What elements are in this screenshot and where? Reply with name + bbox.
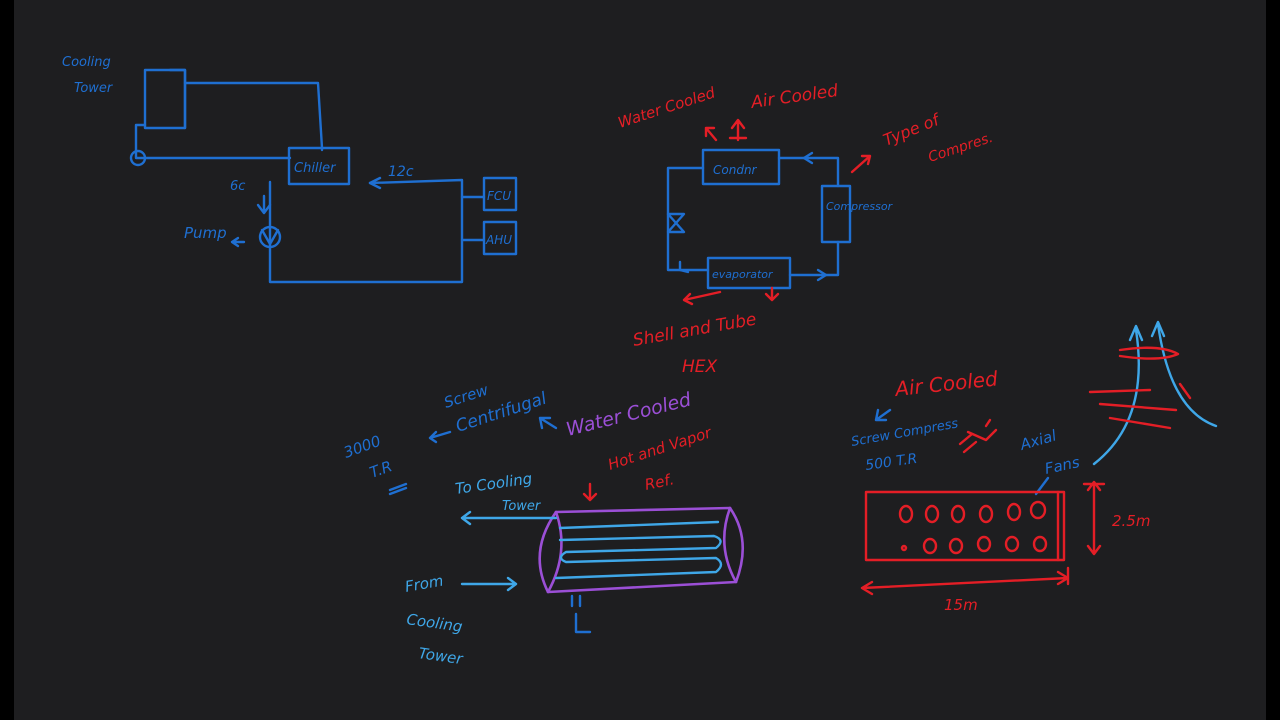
condenser-label: Condnr — [713, 163, 758, 177]
pump-label: Pump — [184, 224, 227, 242]
condenser-pump-icon — [129, 149, 147, 167]
to-cooling-tower-label-2: Tower — [502, 499, 542, 514]
hot-vapor-label-2: Ref. — [643, 470, 676, 494]
water-cooled-option-label: Water Cooled — [616, 83, 718, 131]
height-label: 2.5m — [1112, 512, 1150, 530]
to-cooling-tower-label-1: To Cooling — [454, 469, 533, 498]
expansion-valve-icon — [666, 212, 686, 234]
hand-pointer-icon — [958, 418, 998, 454]
from-cooling-tower-label-1: From — [404, 572, 445, 596]
airflow-arrow-2 — [1150, 320, 1218, 428]
type-of-compressor-label-1: Type of — [880, 109, 943, 149]
air-cooled-condenser: Air Cooled Screw Compress 500 T.R Axial … — [850, 320, 1218, 614]
height-dimension — [1082, 480, 1106, 556]
fan-icon — [1029, 500, 1047, 520]
air-cooled-unit-box — [864, 490, 1066, 562]
fan-icon — [1006, 502, 1022, 522]
fan-icon — [900, 544, 908, 552]
condenser-water-pipe — [183, 81, 324, 152]
evaporator-box — [706, 256, 792, 290]
evaporator-label: evaporator — [712, 268, 774, 281]
capacity-label-1: 3000 — [341, 432, 383, 462]
from-cooling-tower-label-3: Tower — [417, 644, 464, 668]
to-cooling-tower-arrow — [460, 510, 558, 526]
ahu-label: AHU — [485, 233, 512, 247]
length-label: 15m — [944, 596, 978, 614]
fan-icon — [898, 504, 914, 524]
fan-icon — [978, 504, 994, 524]
chiller-label: Chiller — [294, 161, 337, 176]
chilled-water-pipe — [268, 178, 464, 284]
fan-icon — [924, 504, 940, 524]
tube-bundle — [554, 520, 723, 580]
chiller-loop: Cooling Tower Chiller 6c 12c Pump FCU AH… — [62, 55, 518, 284]
fan-icon — [922, 537, 938, 555]
airflow-sketch — [1088, 346, 1192, 430]
shell-outline — [538, 506, 745, 594]
fan-icon — [1004, 535, 1020, 553]
length-dimension — [860, 566, 1070, 596]
fan-icon — [950, 504, 966, 524]
from-cooling-tower-arrow — [460, 576, 518, 592]
sketch-drawing: Cooling Tower Chiller 6c 12c Pump FCU AH… — [62, 55, 1218, 668]
airflow-arrow-1 — [1092, 324, 1144, 466]
whiteboard-canvas: Cooling Tower Chiller 6c 12c Pump FCU AH… — [14, 0, 1266, 720]
return-temp-label: 12c — [388, 164, 414, 180]
supply-temp-label: 6c — [230, 179, 245, 194]
fan-icon — [976, 535, 992, 553]
from-cooling-tower-label-2: Cooling — [405, 610, 463, 636]
capacity-label-2: T.R — [367, 457, 394, 482]
fan-icon — [1032, 535, 1048, 553]
cooling-tower-label-2: Tower — [74, 81, 114, 96]
refrigeration-cycle: Condnr Compressor evaporator Water Coole… — [616, 81, 995, 377]
water-cooled-title: Water Cooled — [564, 388, 694, 441]
hot-vapor-label-1: Hot and Vapor — [606, 423, 715, 474]
fans-label: Fans — [1043, 453, 1081, 478]
fan-icons — [898, 500, 1048, 555]
compressor-label: Compressor — [826, 200, 894, 213]
compressor-box — [820, 184, 852, 244]
pump-icon — [258, 225, 282, 249]
shell-and-tube-label: Shell and Tube — [631, 310, 758, 351]
cooling-tower-box — [143, 68, 187, 130]
hex-label: HEX — [682, 357, 718, 377]
capacity-500-label: 500 T.R — [864, 451, 918, 474]
air-cooled-title: Air Cooled — [892, 366, 999, 401]
air-cooled-option-label: Air Cooled — [749, 81, 840, 113]
fcu-label: FCU — [487, 189, 511, 203]
axial-label: Axial — [1017, 426, 1059, 454]
cooling-tower-label-1: Cooling — [62, 55, 111, 70]
type-of-compressor-label-2: Compres. — [926, 130, 995, 166]
water-cooled-condenser: 3000 T.R Screw Centrifugal Water Cooled … — [341, 380, 745, 668]
screw-compressor-label: Screw Compress — [850, 416, 960, 450]
chiller-box — [287, 146, 351, 186]
fcu-box — [482, 176, 518, 212]
fan-icon — [948, 537, 964, 555]
ahu-box — [482, 220, 518, 256]
